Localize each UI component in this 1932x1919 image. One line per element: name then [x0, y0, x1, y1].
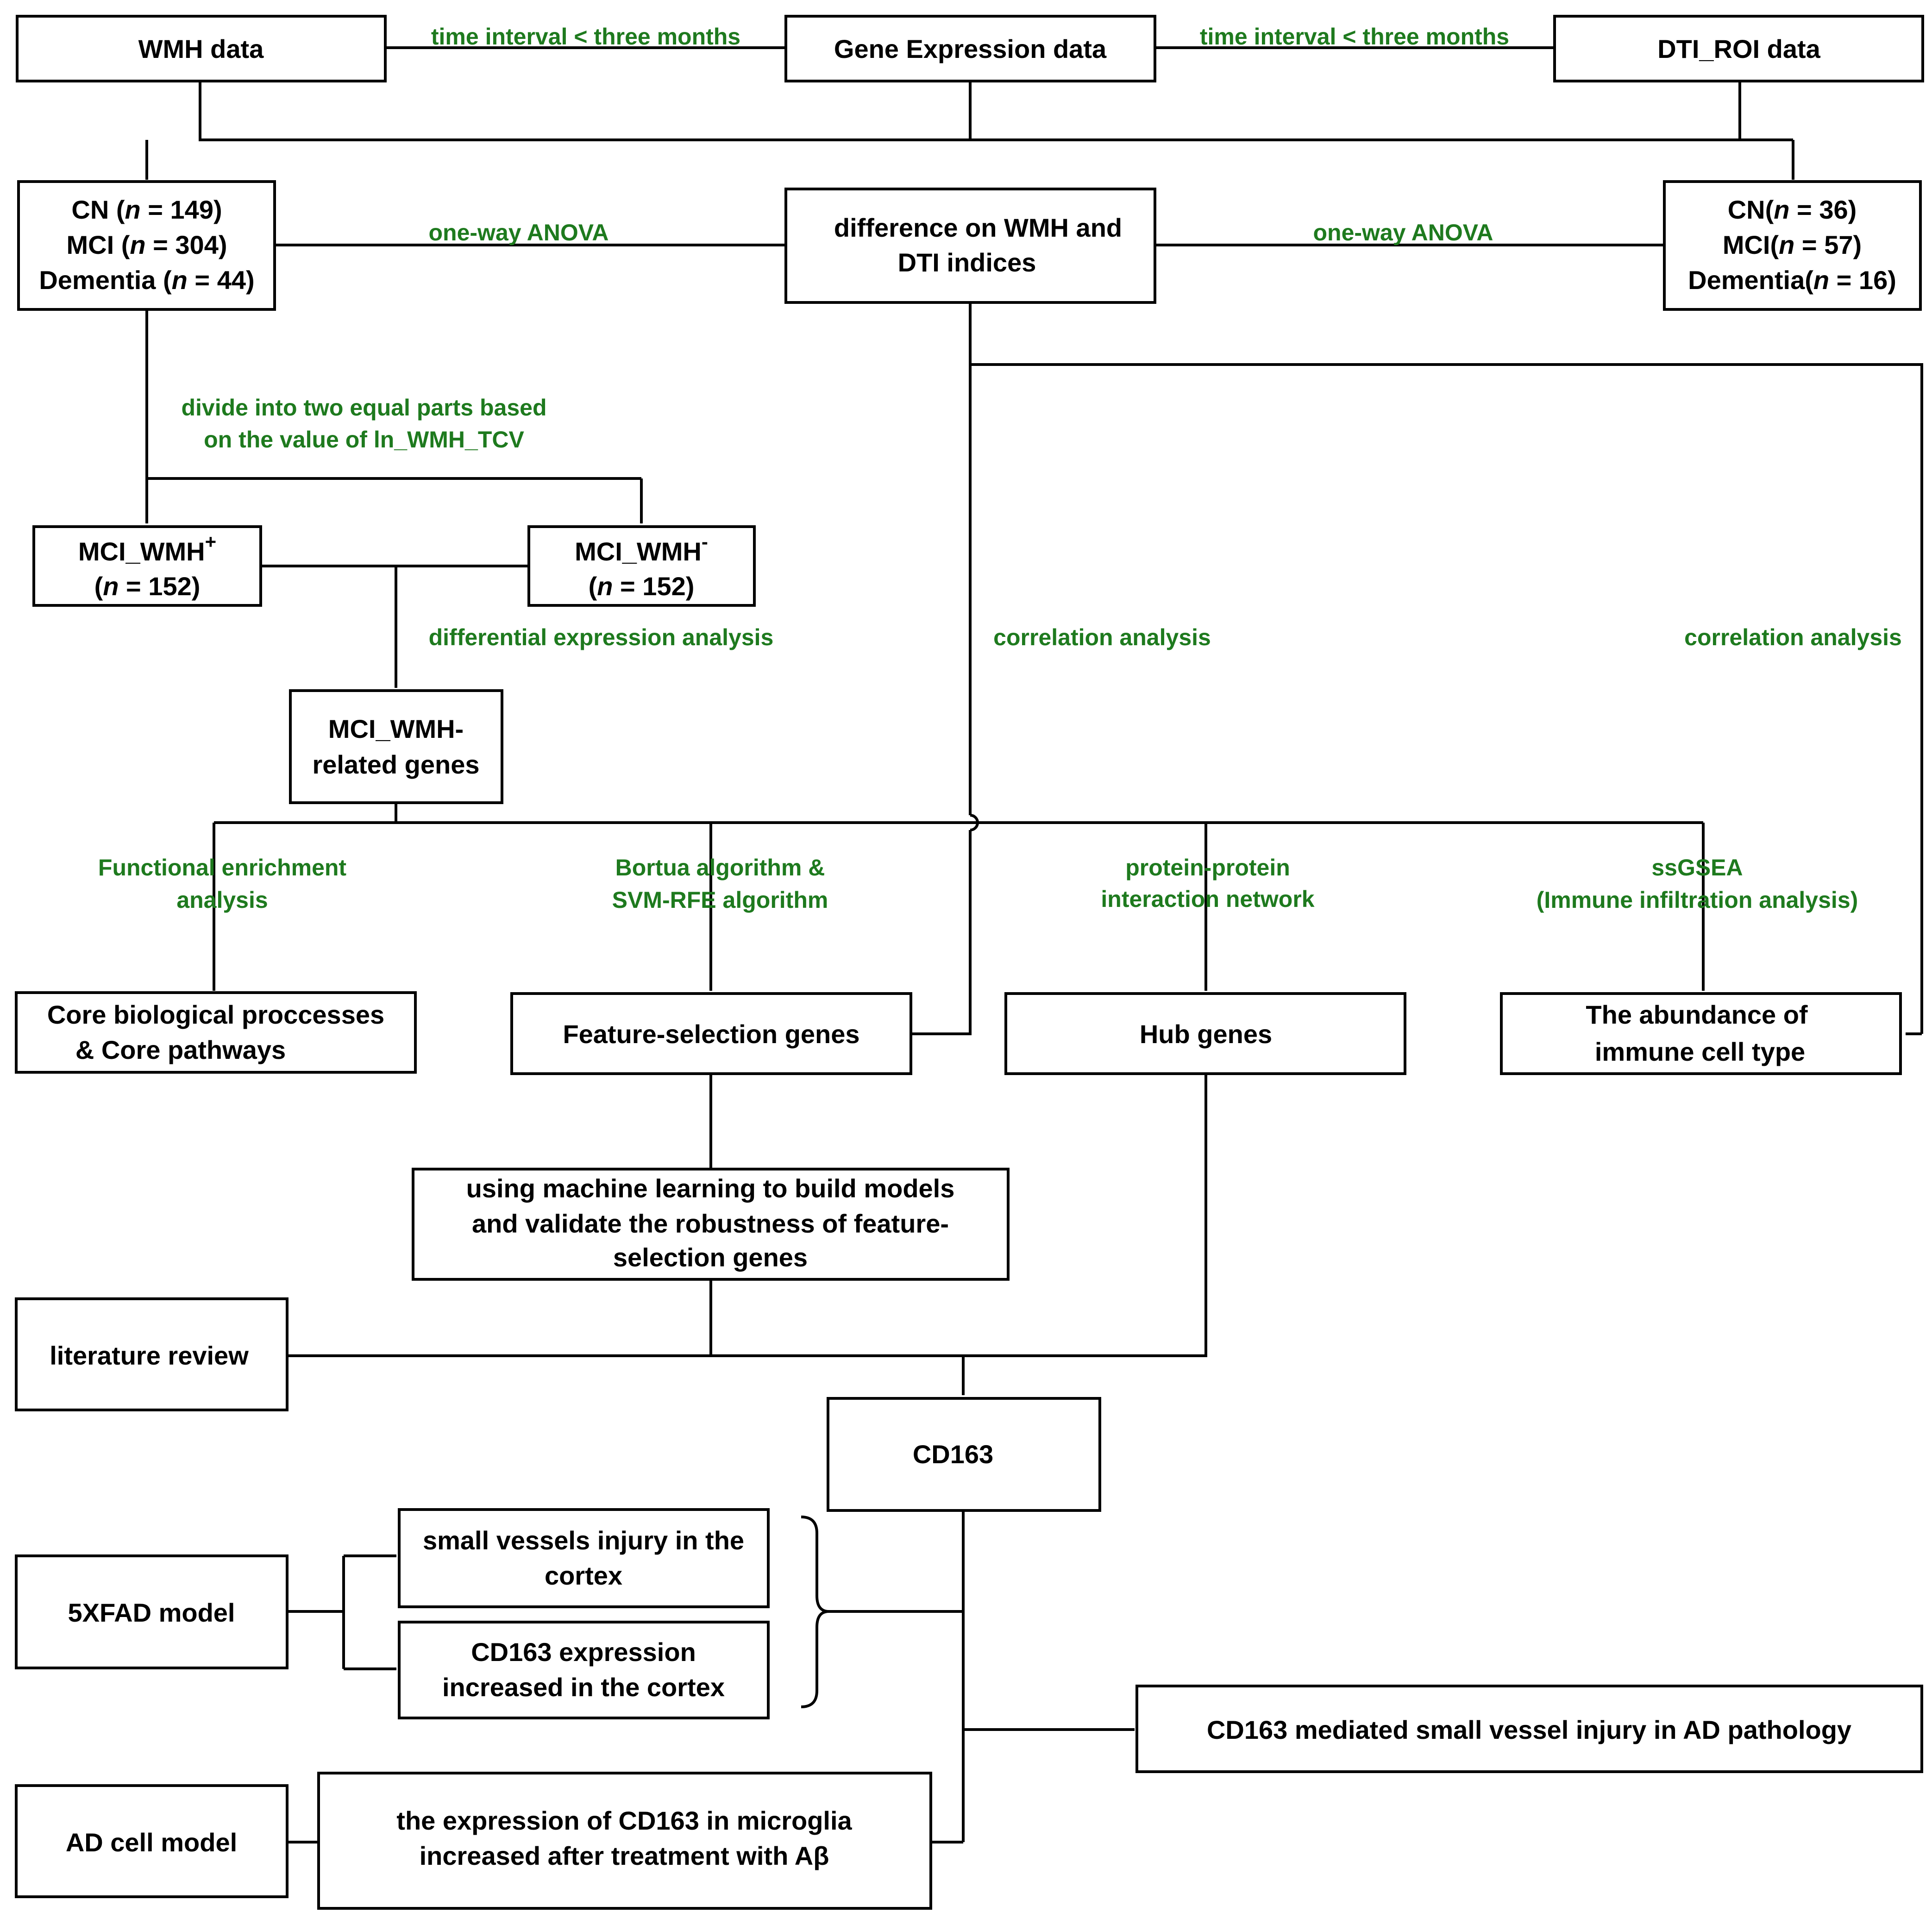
label-ppi-1: protein-protein: [1125, 855, 1290, 881]
immune-abundance-line-2: immune cell type: [1595, 1037, 1805, 1066]
small-vessels-box: [398, 1508, 770, 1608]
ml-models-line-3: selection genes: [613, 1243, 808, 1272]
label-ssgsea-2: (Immune infiltration analysis): [1537, 887, 1858, 913]
connector-difference-right: [969, 302, 1923, 1034]
cd163-text: CD163: [913, 1440, 993, 1469]
microglia-line-2: increased after treatment with Aβ: [420, 1841, 829, 1870]
label-time-interval-left: time interval < three months: [431, 24, 740, 50]
mci-wmh-plus-box: [32, 525, 262, 607]
hub-genes-box: [1004, 992, 1406, 1075]
wmh-data-text: WMH data: [138, 34, 264, 63]
microglia-expression-box: [317, 1772, 932, 1910]
label-correlation-center: correlation analysis: [993, 624, 1211, 650]
label-divide-line-2: on the value of ln_WMH_TCV: [204, 427, 524, 453]
feature-selection-text: Feature-selection genes: [563, 1019, 859, 1049]
ml-models-box: [412, 1168, 1010, 1281]
label-anova-right: one-way ANOVA: [1313, 220, 1493, 245]
mci-wmh-plus-name: MCI_WMH+: [78, 531, 216, 566]
label-functional-enrichment-2: analysis: [176, 887, 268, 913]
core-processes-line-1: Core biological proccesses: [47, 1000, 384, 1029]
dti-groups-dementia: Dementia(n = 16): [1688, 265, 1896, 295]
label-time-interval-right: time interval < three months: [1200, 24, 1509, 50]
difference-line-2: DTI indices: [898, 248, 1036, 277]
feature-selection-box: [510, 992, 912, 1075]
label-ssgsea-1: ssGSEA: [1651, 855, 1743, 881]
gene-expression-box: [784, 15, 1156, 82]
difference-box: [784, 188, 1156, 304]
cd163-expression-line-1: CD163 expression: [471, 1637, 696, 1667]
dti-groups-box: [1663, 180, 1922, 311]
core-processes-line-2: & Core pathways: [75, 1035, 286, 1064]
ad-cell-model-text: AD cell model: [66, 1828, 237, 1857]
label-ppi-2: interaction network: [1101, 886, 1314, 912]
core-processes-box: [15, 991, 417, 1074]
literature-review-box: [15, 1297, 289, 1411]
difference-line-1: difference on WMH and: [834, 213, 1122, 242]
immune-abundance-box: [1500, 992, 1902, 1075]
label-functional-enrichment-1: Functional enrichment: [98, 855, 347, 881]
label-divide-line-1: divide into two equal parts based: [181, 395, 546, 421]
mci-wmh-minus-n: (n = 152): [589, 572, 695, 601]
wmh-groups-mci: MCI (n = 304): [66, 230, 227, 259]
small-vessels-line-1: small vessels injury in the: [423, 1526, 744, 1555]
conclusion-text: CD163 mediated small vessel injury in AD…: [1207, 1715, 1851, 1744]
wmh-groups-box: [17, 180, 276, 311]
dti-roi-text: DTI_ROI data: [1657, 34, 1820, 63]
label-differential-expression: differential expression analysis: [429, 624, 774, 650]
label-bortua-1: Bortua algorithm &: [615, 855, 825, 881]
cd163-expression-line-2: increased in the cortex: [442, 1673, 725, 1702]
cd163-expression-box: [398, 1621, 770, 1719]
mci-wmh-minus-box: [527, 525, 756, 607]
literature-review-text: literature review: [50, 1341, 249, 1370]
connector-split: [145, 309, 641, 480]
cd163-box: [827, 1397, 1101, 1512]
model-5xfad-box: [15, 1554, 289, 1669]
mci-wmh-plus-n: (n = 152): [94, 572, 201, 601]
hub-genes-text: Hub genes: [1140, 1019, 1272, 1049]
dti-groups-mci: MCI(n = 57): [1723, 230, 1862, 259]
dti-roi-box: [1553, 15, 1924, 82]
connector-top-merge: [199, 81, 1793, 141]
conclusion-box: [1135, 1685, 1923, 1773]
ml-models-line-1: using machine learning to build models: [466, 1174, 955, 1203]
label-bortua-2: SVM-RFE algorithm: [612, 887, 828, 913]
arrow-to-feature-genes: [912, 830, 972, 1035]
connector-hub-down: [287, 1074, 1207, 1357]
gene-expression-text: Gene Expression data: [834, 34, 1107, 63]
immune-abundance-line-1: The abundance of: [1586, 1000, 1807, 1029]
microglia-line-1: the expression of CD163 in microglia: [396, 1806, 852, 1835]
model-5xfad-text: 5XFAD model: [68, 1598, 235, 1627]
small-vessels-line-2: cortex: [545, 1561, 622, 1590]
wmh-groups-cn: CN (n = 149): [71, 195, 222, 224]
mci-wmh-minus-name: MCI_WMH-: [575, 531, 708, 566]
wmh-data-box: [16, 15, 387, 82]
related-genes-box: [289, 689, 503, 804]
wmh-groups-dementia: Dementia (n = 44): [39, 265, 254, 295]
related-genes-line-2: related genes: [312, 750, 479, 779]
related-genes-line-1: MCI_WMH-: [328, 714, 464, 743]
connectors: [145, 46, 1923, 1843]
label-anova-left: one-way ANOVA: [429, 220, 609, 245]
label-correlation-right: correlation analysis: [1684, 624, 1902, 650]
ad-cell-model-box: [15, 1784, 289, 1898]
ml-models-line-2: and validate the robustness of feature-: [472, 1209, 949, 1238]
curly-brace: [801, 1516, 829, 1708]
dti-groups-cn: CN(n = 36): [1728, 195, 1857, 224]
